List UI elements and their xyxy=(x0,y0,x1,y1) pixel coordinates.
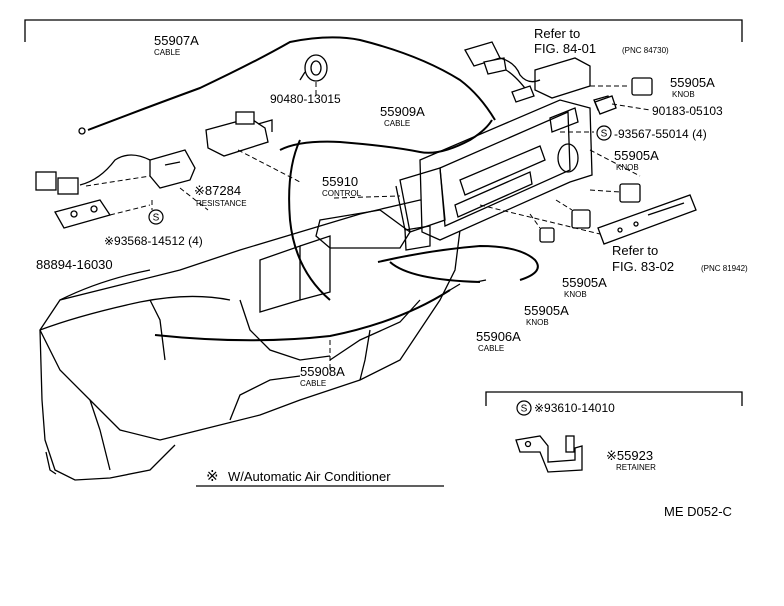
label-88894-number: 88894-16030 xyxy=(36,257,113,272)
footnote-text: W/Automatic Air Conditioner xyxy=(228,469,391,484)
label-55905A-2-name: KNOB xyxy=(616,163,639,172)
label-55905A-2-number: 55905A xyxy=(614,148,659,163)
control-face-plate xyxy=(597,194,697,245)
cable-55908A xyxy=(154,283,461,342)
label-55910-name: CONTROL xyxy=(322,189,362,198)
label-55906A-name: CABLE xyxy=(478,344,504,353)
label-93610-number: ※93610-14010 xyxy=(534,401,615,415)
label-55909A-name: CABLE xyxy=(384,119,410,128)
retainer-detail-frame xyxy=(485,391,743,406)
label-55905A-1-name: KNOB xyxy=(672,90,695,99)
grommet-90480 xyxy=(299,54,328,82)
footnote-symbol: ※ xyxy=(206,468,219,485)
ref-84-01-line2: FIG. 84-01 xyxy=(534,41,596,56)
screw-symbol-93567: S xyxy=(596,125,612,141)
servo-motor-assembly xyxy=(464,41,613,111)
leader-lines xyxy=(85,82,651,372)
knob-55905A-mid xyxy=(619,183,641,203)
label-55908A-name: CABLE xyxy=(300,379,326,388)
label-90480-number: 90480-13015 xyxy=(270,92,341,106)
label-55905A-3-number: 55905A xyxy=(562,275,607,290)
switch-assembly xyxy=(205,111,273,157)
label-55923-name: RETAINER xyxy=(616,463,656,472)
connector-left xyxy=(35,171,79,195)
cable-55907A xyxy=(78,36,496,135)
screw-symbol-93610: S xyxy=(516,400,532,416)
label-55905A-1-number: 55905A xyxy=(670,75,715,90)
label-93567-number: -93567-55014 (4) xyxy=(614,127,707,141)
label-55905A-4-name: KNOB xyxy=(526,318,549,327)
bracket-88894-16030 xyxy=(54,199,112,229)
label-55907A-number: 55907A xyxy=(154,33,199,48)
ref-84-01-line1: Refer to xyxy=(534,26,580,41)
clip-90183 xyxy=(594,95,617,115)
label-55905A-4-number: 55905A xyxy=(524,303,569,318)
heater-unit-assembly xyxy=(39,199,461,481)
label-87284-number: ※87284 xyxy=(194,183,241,198)
label-55906A-number: 55906A xyxy=(476,329,521,344)
cable-55906A xyxy=(377,244,539,283)
screw-symbol-93568: S xyxy=(148,209,164,225)
label-55923-number: ※55923 xyxy=(606,448,653,463)
knob-55905A-lower xyxy=(571,209,591,229)
ref-83-02-pnc: (PNC 81942) xyxy=(701,264,748,273)
label-55907A-name: CABLE xyxy=(154,48,180,57)
screw-symbol-letter: S xyxy=(153,213,160,224)
label-87284-name: RESISTANCE xyxy=(196,199,247,208)
knob-55905A-bottom xyxy=(539,227,555,243)
ref-84-01-pnc: (PNC 84730) xyxy=(622,46,669,55)
knob-55905A-top xyxy=(631,77,653,96)
label-55905A-3-name: KNOB xyxy=(564,290,587,299)
label-90183-number: 90183-05103 xyxy=(652,104,723,118)
label-55908A-number: 55908A xyxy=(300,364,345,379)
cable-55909A xyxy=(279,119,493,301)
control-assembly xyxy=(395,99,593,251)
label-55909A-number: 55909A xyxy=(380,104,425,119)
diagram-code: ME D052-C xyxy=(664,504,732,519)
ref-83-02-line2: FIG. 83-02 xyxy=(612,259,674,274)
retainer-55923 xyxy=(515,435,583,473)
top-frame-bracket xyxy=(24,19,743,42)
ref-83-02-line1: Refer to xyxy=(612,243,658,258)
resistance-87284 xyxy=(79,149,196,189)
screw-symbol-letter: S xyxy=(521,404,528,415)
screw-symbol-letter: S xyxy=(601,129,608,140)
label-93568-number: ※93568-14512 (4) xyxy=(104,234,203,248)
label-55910-number: 55910 xyxy=(322,174,358,189)
